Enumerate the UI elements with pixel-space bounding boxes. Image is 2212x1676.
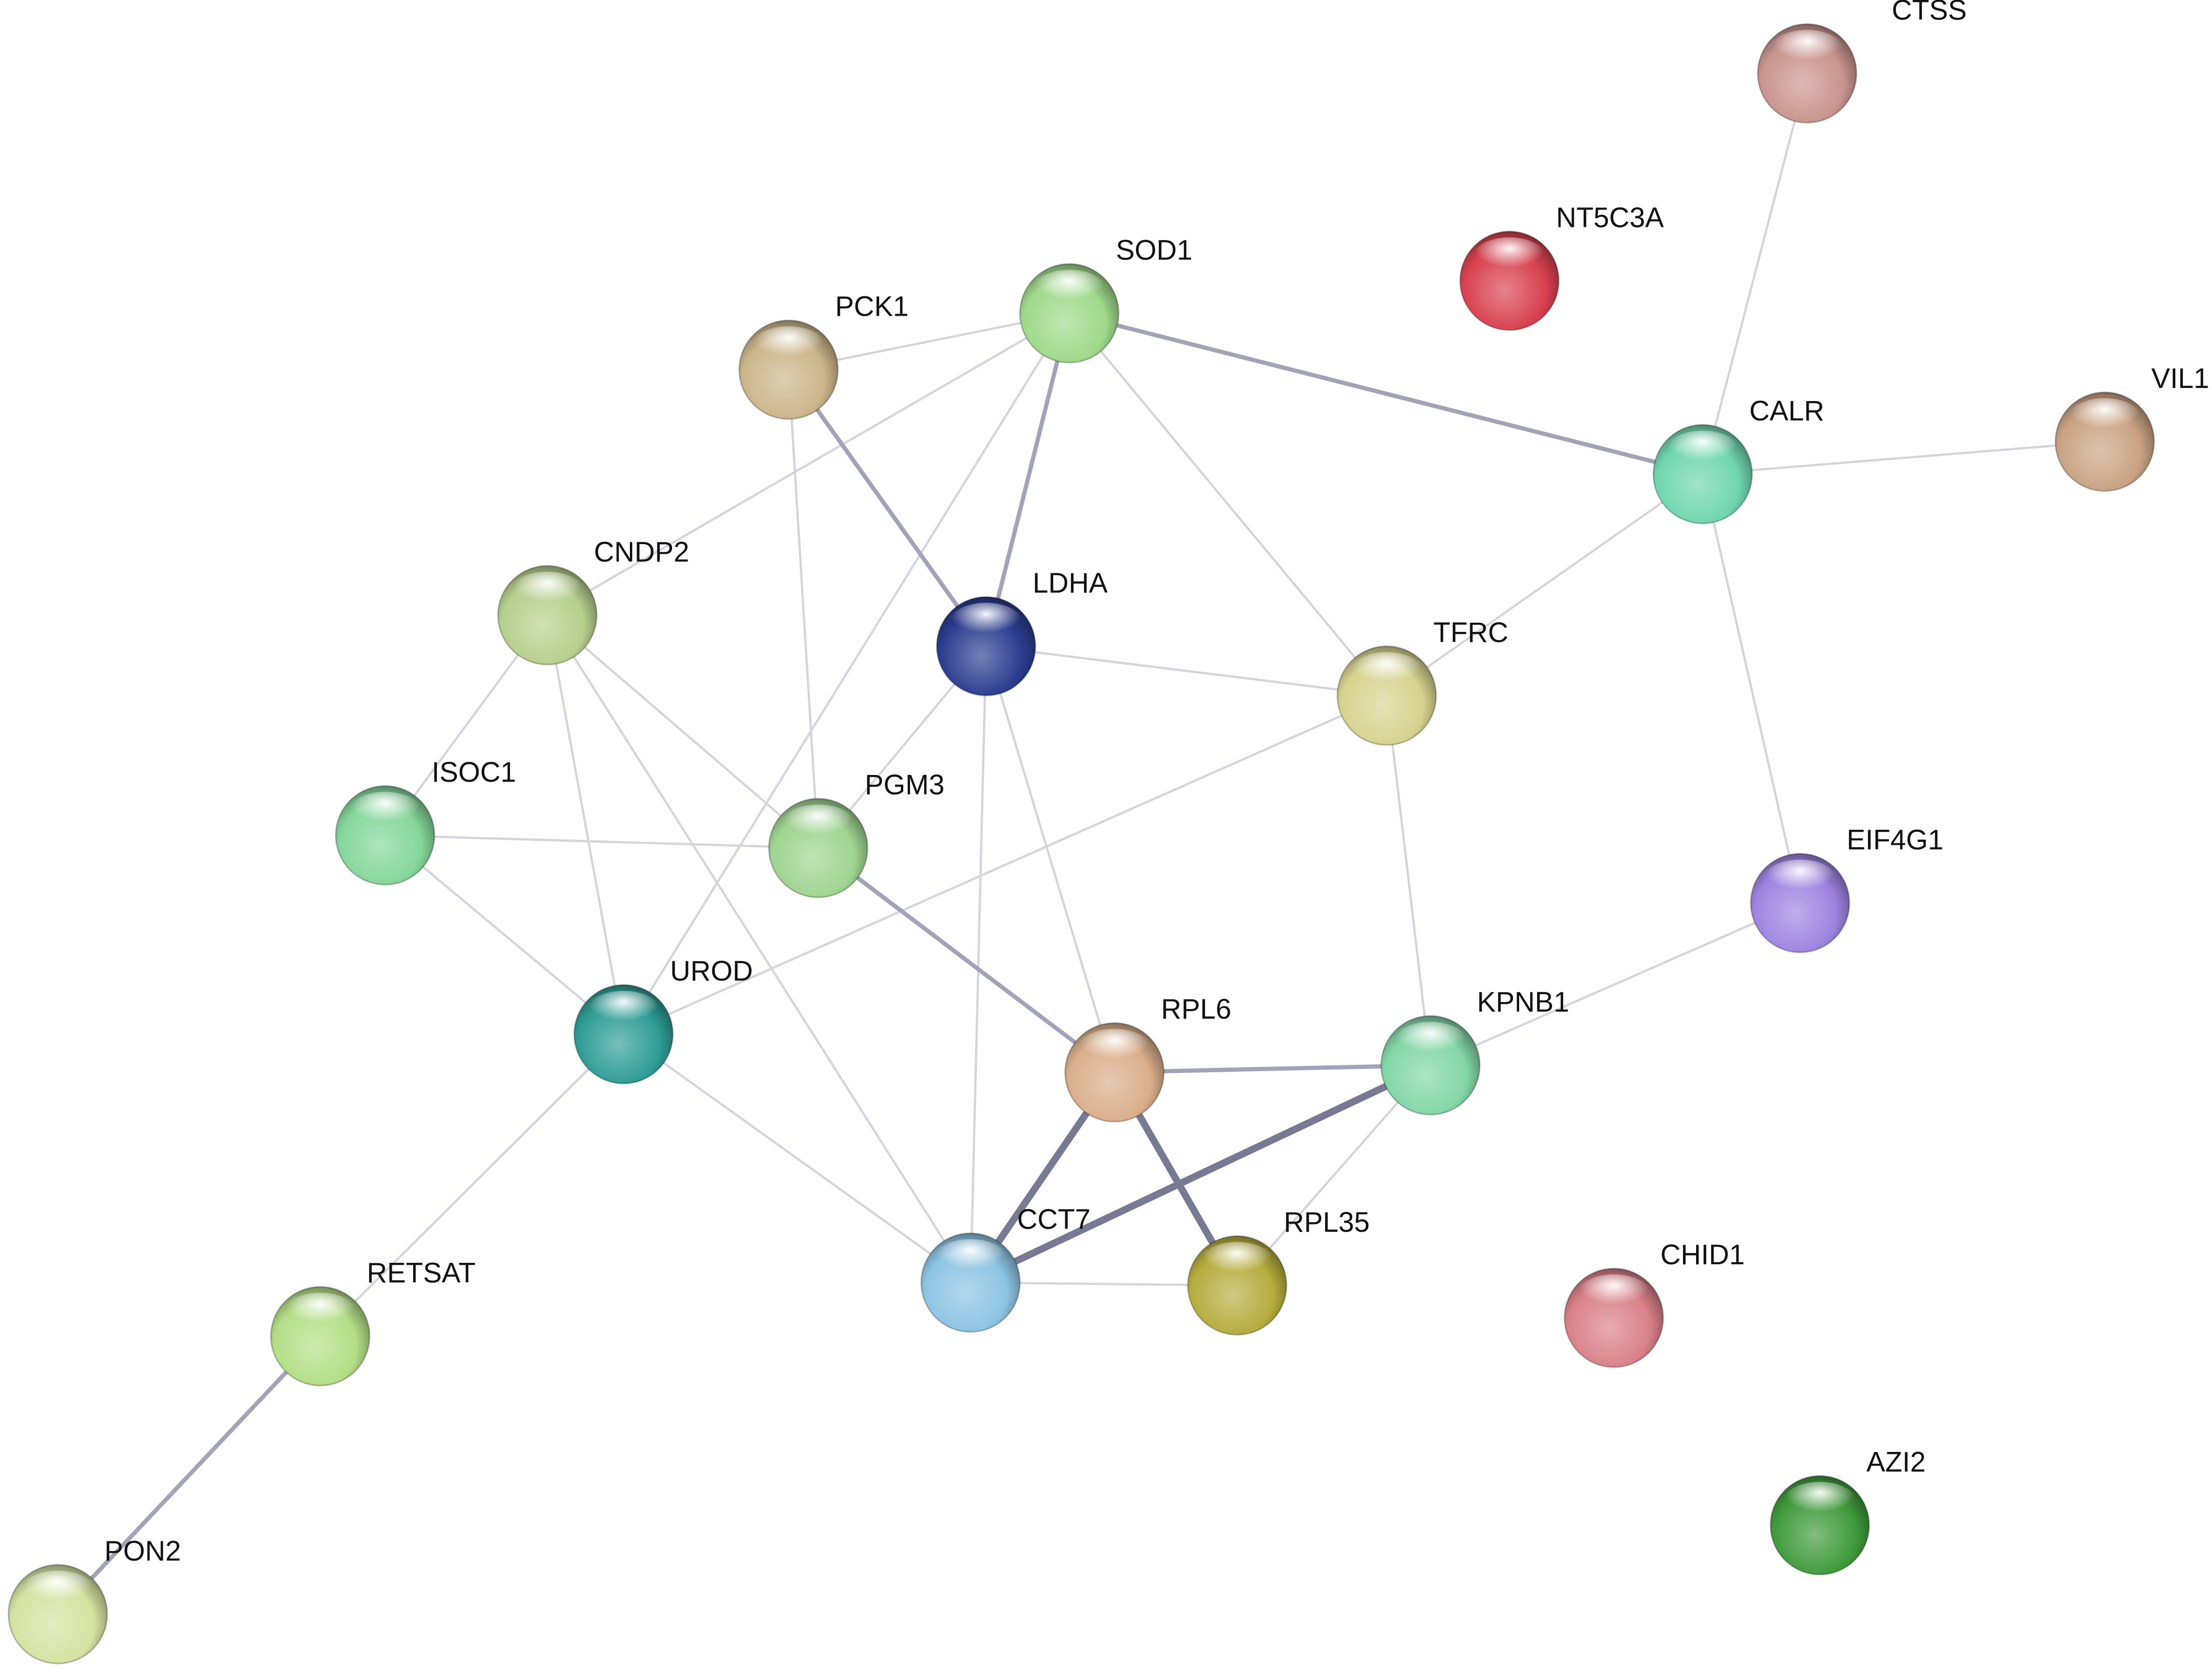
- node-azi2-highlight: [1784, 1482, 1856, 1519]
- node-isoc1-label: ISOC1: [432, 757, 516, 788]
- edge-retsat-pon2: [55, 1334, 322, 1616]
- node-pck1[interactable]: PCK1: [738, 291, 909, 420]
- node-ctss[interactable]: CTSS: [1757, 0, 1967, 124]
- node-ctss-highlight: [1771, 30, 1843, 68]
- node-sod1[interactable]: SOD1: [1019, 234, 1193, 364]
- node-chid1-label: CHID1: [1660, 1239, 1745, 1271]
- node-retsat-label: RETSAT: [367, 1257, 476, 1289]
- edge-cndp2-pgm3: [546, 614, 819, 849]
- node-kpnb1-label: KPNB1: [1477, 986, 1569, 1018]
- edge-sod1-cndp2: [546, 312, 1071, 616]
- edge-isoc1-pgm3: [384, 834, 819, 849]
- node-calr[interactable]: CALR: [1652, 395, 1825, 524]
- node-tfrc[interactable]: TFRC: [1336, 617, 1508, 746]
- node-vil1-label: VIL1: [2151, 363, 2209, 394]
- edge-sod1-urod: [622, 312, 1071, 1035]
- edge-tfrc-urod: [622, 694, 1388, 1035]
- node-ldha[interactable]: LDHA: [936, 567, 1108, 696]
- node-urod-label: UROD: [670, 955, 753, 987]
- node-cndp2-label: CNDP2: [594, 536, 689, 568]
- node-cndp2-highlight: [512, 571, 583, 610]
- edge-pck1-pgm3: [787, 368, 819, 849]
- node-rpl6-label: RPL6: [1161, 994, 1231, 1025]
- node-kpnb1-highlight: [1395, 1022, 1466, 1060]
- edge-ctss-calr: [1701, 72, 1809, 475]
- edge-ldha-cct7: [969, 645, 988, 1284]
- node-rpl35-highlight: [1202, 1241, 1273, 1280]
- node-azi2[interactable]: AZI2: [1769, 1447, 1926, 1576]
- node-nt5c3a[interactable]: NT5C3A: [1459, 202, 1664, 331]
- node-retsat[interactable]: RETSAT: [270, 1257, 476, 1386]
- edge-sod1-calr: [1067, 311, 1705, 476]
- node-eif4g1-label: EIF4G1: [1846, 824, 1943, 855]
- edge-cndp2-urod: [546, 614, 625, 1035]
- edge-tfrc-kpnb1: [1385, 694, 1432, 1066]
- edge-ldha-tfrc: [985, 645, 1388, 697]
- node-rpl6[interactable]: RPL6: [1064, 994, 1232, 1123]
- edge-kpnb1-cct7: [967, 1062, 1434, 1286]
- node-cct7-label: CCT7: [1017, 1204, 1090, 1235]
- edge-isoc1-urod: [384, 834, 625, 1035]
- node-ldha-highlight: [950, 602, 1022, 641]
- node-nt5c3a-label: NT5C3A: [1556, 202, 1664, 233]
- edge-cndp2-cct7: [546, 614, 972, 1284]
- node-pgm3-highlight: [783, 804, 854, 842]
- edge-calr-vil1: [1701, 440, 2106, 475]
- node-kpnb1[interactable]: KPNB1: [1380, 986, 1569, 1115]
- node-ctss-label: CTSS: [1892, 0, 1967, 26]
- node-vil1[interactable]: VIL1: [2054, 363, 2209, 492]
- edge-urod-retsat: [319, 1033, 625, 1338]
- edge-rpl6-kpnb1: [1112, 1063, 1433, 1075]
- node-sod1-label: SOD1: [1116, 234, 1192, 266]
- edge-calr-tfrc: [1385, 473, 1704, 697]
- node-calr-label: CALR: [1749, 395, 1825, 427]
- node-pck1-label: PCK1: [835, 291, 909, 322]
- node-urod-highlight: [588, 991, 659, 1029]
- node-chid1-highlight: [1578, 1274, 1650, 1312]
- node-cndp2[interactable]: CNDP2: [497, 536, 689, 665]
- node-calr-highlight: [1667, 430, 1739, 468]
- node-tfrc-highlight: [1351, 652, 1423, 690]
- edge-sod1-tfrc: [1068, 312, 1388, 697]
- node-isoc1-highlight: [349, 791, 421, 830]
- node-pon2-label: PON2: [104, 1535, 181, 1567]
- node-sod1-highlight: [1034, 270, 1105, 307]
- node-rpl35[interactable]: RPL35: [1187, 1207, 1370, 1336]
- node-cct7-highlight: [935, 1239, 1007, 1277]
- node-urod[interactable]: UROD: [573, 955, 753, 1084]
- node-pck1-highlight: [753, 326, 824, 364]
- node-pgm3-label: PGM3: [865, 769, 944, 801]
- node-retsat-highlight: [285, 1292, 356, 1331]
- node-isoc1[interactable]: ISOC1: [335, 757, 516, 886]
- node-chid1[interactable]: CHID1: [1564, 1239, 1745, 1368]
- node-pon2[interactable]: PON2: [7, 1535, 181, 1664]
- node-ldha-label: LDHA: [1033, 567, 1108, 599]
- node-pgm3[interactable]: PGM3: [768, 769, 945, 898]
- edge-urod-cct7: [622, 1033, 972, 1284]
- edge-pgm3-rpl6: [816, 846, 1117, 1075]
- node-tfrc-label: TFRC: [1433, 617, 1508, 648]
- node-azi2-label: AZI2: [1866, 1447, 1926, 1478]
- node-cct7[interactable]: CCT7: [920, 1204, 1090, 1333]
- node-eif4g1-highlight: [1764, 859, 1836, 897]
- node-nt5c3a-highlight: [1474, 237, 1545, 275]
- edge-eif4g1-kpnb1: [1429, 902, 1801, 1066]
- node-eif4g1[interactable]: EIF4G1: [1750, 824, 1944, 953]
- node-rpl35-label: RPL35: [1284, 1207, 1370, 1238]
- edge-calr-eif4g1: [1701, 473, 1801, 904]
- node-rpl6-highlight: [1079, 1029, 1150, 1066]
- edge-sod1-ldha: [984, 311, 1072, 648]
- node-vil1-highlight: [2069, 398, 2141, 436]
- edge-ldha-rpl6: [985, 645, 1116, 1074]
- edge-pck1-ldha: [786, 367, 989, 648]
- node-pon2-highlight: [22, 1570, 94, 1609]
